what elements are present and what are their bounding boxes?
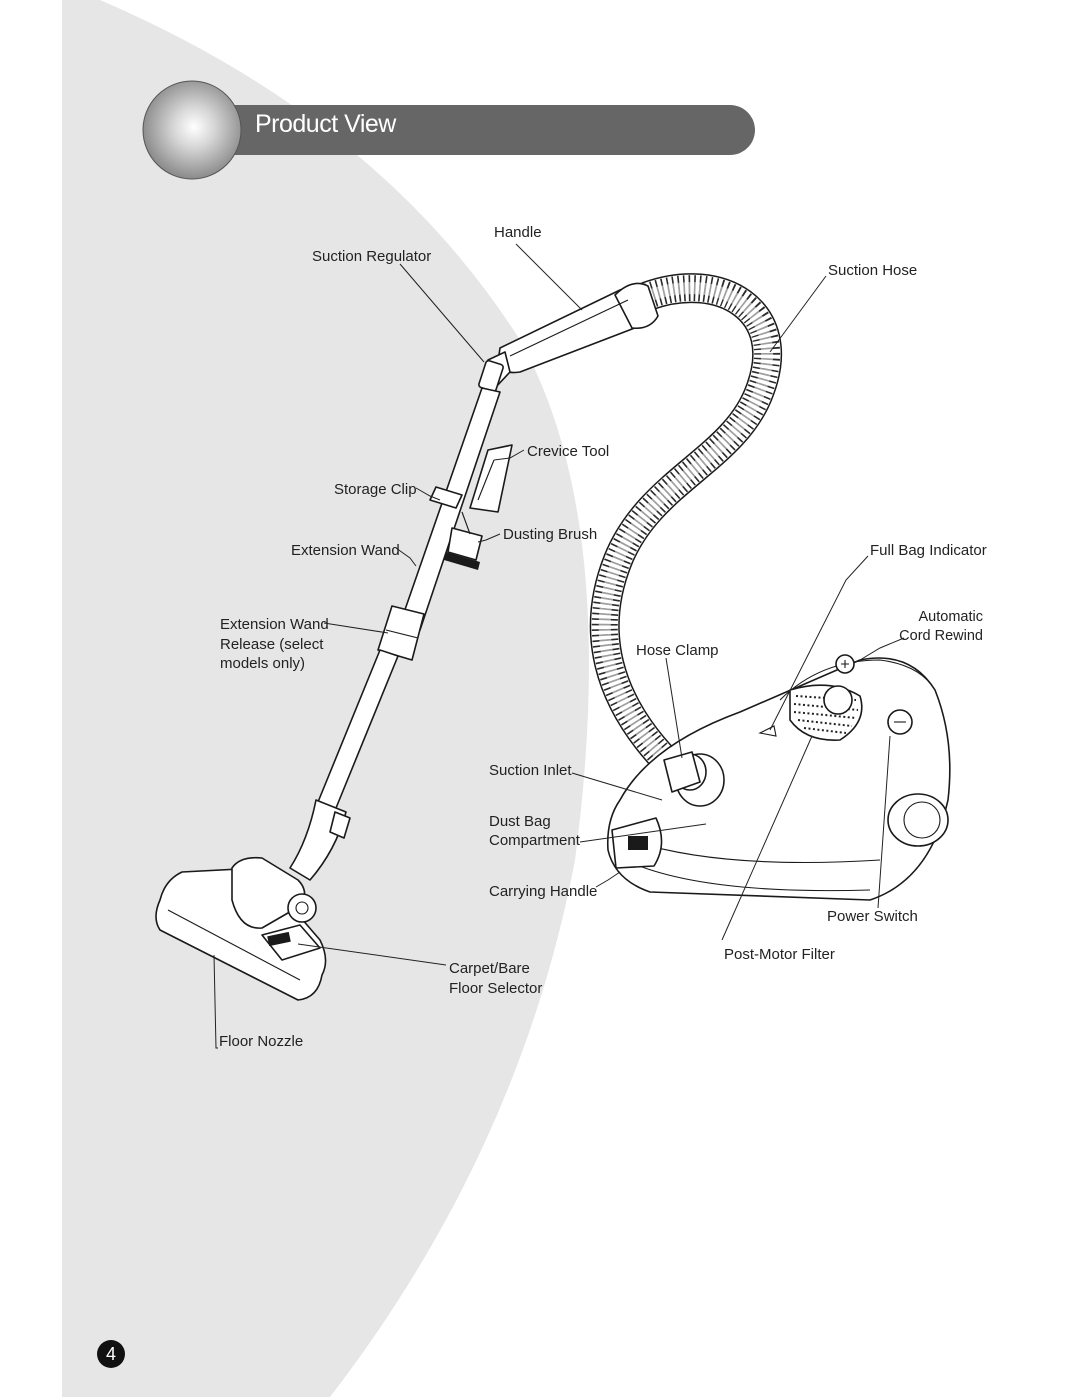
label-crevice-tool: Crevice Tool [527, 443, 609, 460]
label-automatic-cord-rewind-2: Cord Rewind [899, 628, 983, 644]
label-storage-clip: Storage Clip [334, 481, 417, 498]
leader-lines [213, 243, 905, 1049]
page-number: 4 [106, 1344, 116, 1364]
label-hose-clamp: Hose Clamp [636, 642, 719, 659]
label-suction-hose: Suction Hose [828, 262, 917, 279]
page-title: Product View [255, 110, 397, 138]
extension-wand [289, 387, 501, 881]
title-bar [190, 105, 755, 155]
floor-nozzle [155, 856, 327, 1001]
label-suction-regulator: Suction Regulator [312, 248, 431, 265]
label-dust-bag-compartment-2: Compartment [489, 832, 581, 849]
label-post-motor-filter: Post-Motor Filter [724, 946, 835, 963]
title-orb [142, 80, 242, 180]
label-extension-wand: Extension Wand [291, 542, 400, 559]
label-carpet-bare-1: Carpet/Bare [449, 960, 530, 977]
page-number-badge: 4 [97, 1340, 125, 1368]
wand-handle [478, 282, 659, 393]
canister-body [606, 654, 951, 901]
label-full-bag-indicator: Full Bag Indicator [870, 542, 987, 559]
label-carpet-bare-2: Floor Selector [449, 980, 542, 997]
callout-labels: Handle Suction Regulator Suction Hose Cr… [219, 224, 987, 1050]
label-power-switch: Power Switch [827, 908, 918, 925]
label-dust-bag-compartment-1: Dust Bag [489, 813, 551, 830]
vacuum-illustration [155, 273, 951, 1001]
crevice-tool [469, 444, 513, 513]
label-carrying-handle: Carrying Handle [489, 883, 597, 900]
background-arc [62, 0, 589, 1397]
label-automatic-cord-rewind-1: Automatic [919, 609, 983, 625]
label-extension-wand-release-2: Release (select [220, 636, 324, 653]
label-floor-nozzle: Floor Nozzle [219, 1033, 303, 1050]
label-dusting-brush: Dusting Brush [503, 526, 597, 543]
title-banner: Product View [142, 80, 755, 180]
label-suction-inlet: Suction Inlet [489, 762, 572, 779]
label-extension-wand-release-1: Extension Wand [220, 616, 329, 633]
suction-hose [589, 273, 782, 790]
dusting-brush [444, 511, 483, 570]
label-handle: Handle [494, 224, 542, 241]
label-extension-wand-release-3: models only) [220, 655, 305, 672]
